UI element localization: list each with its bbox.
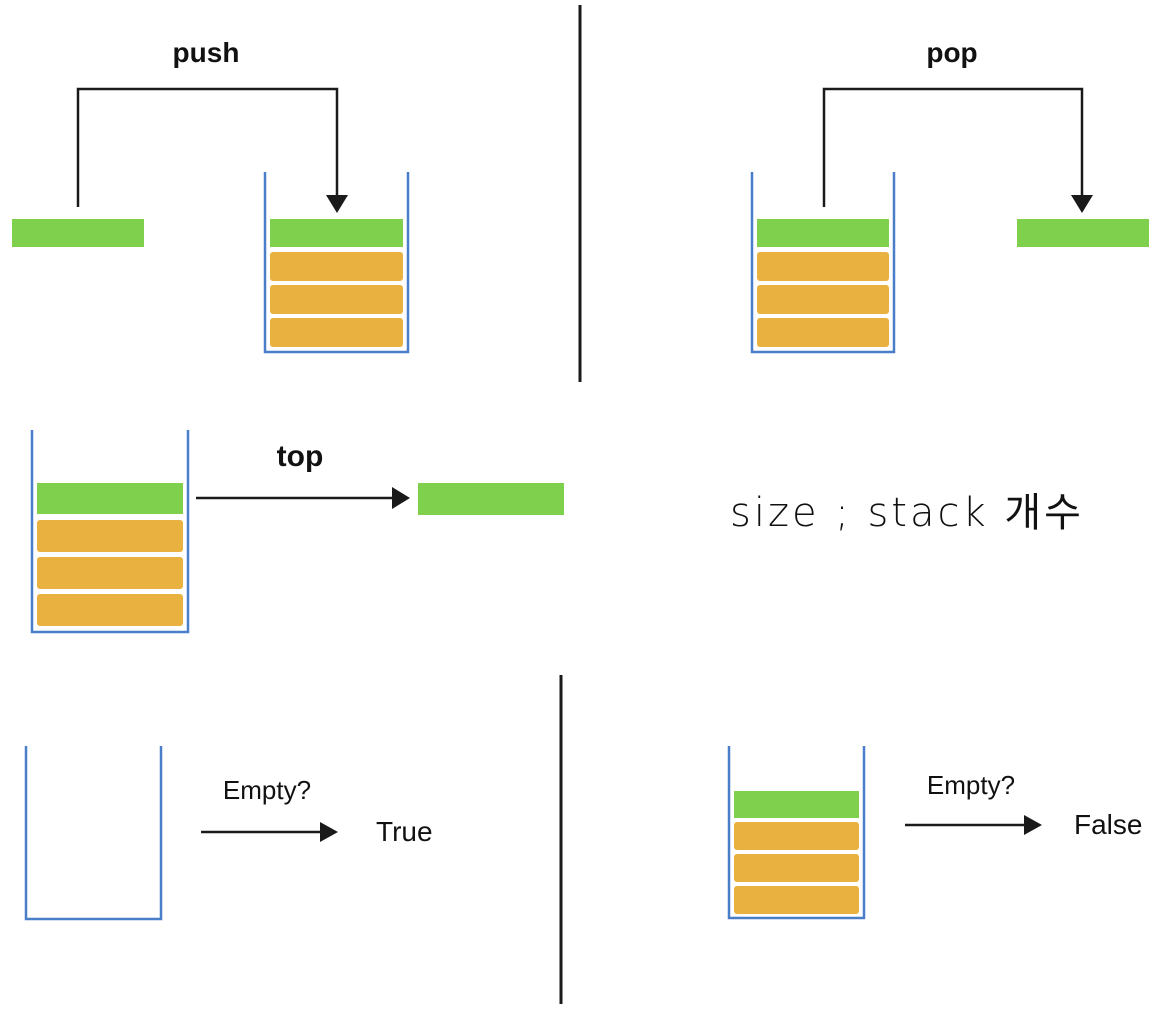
pop-stack-block	[757, 318, 889, 347]
size-note: size ; stack 개수	[730, 490, 1084, 536]
pop-stack-top-block	[757, 219, 889, 247]
empty-false-question: Empty?	[927, 770, 1015, 800]
empty-true-question: Empty?	[223, 775, 311, 805]
top-stack-block	[37, 594, 183, 626]
empty-false-result: False	[1074, 809, 1142, 840]
push-stack-block	[270, 285, 403, 314]
pop-arrow-head	[1071, 195, 1093, 213]
pop-label: pop	[926, 37, 977, 68]
empty-stack-container	[24, 746, 163, 921]
nonempty-stack-block	[734, 854, 859, 882]
top-stack-top-block	[37, 483, 183, 514]
push-incoming-block	[12, 219, 144, 247]
top-stack-block	[37, 520, 183, 552]
top-stack-container	[30, 430, 190, 634]
pop-panel: pop	[750, 37, 1149, 354]
top-stack-block	[37, 557, 183, 589]
push-stack-block	[270, 252, 403, 281]
top-arrow-head	[392, 487, 410, 509]
empty-false-arrow-head	[1024, 815, 1042, 835]
push-arrow	[76, 87, 339, 207]
push-arrow-head	[326, 195, 348, 213]
top-panel: top	[30, 430, 564, 634]
pop-arrow	[822, 87, 1084, 207]
pop-stack-block	[757, 252, 889, 281]
push-panel: push	[12, 37, 410, 354]
empty-true-result: True	[376, 816, 433, 847]
nonempty-stack-top-block	[734, 791, 859, 818]
empty-false-panel: Empty? False	[727, 746, 1142, 920]
pop-stack-block	[757, 285, 889, 314]
nonempty-stack-block	[734, 886, 859, 914]
empty-true-arrow-head	[320, 822, 338, 842]
top-label: top	[277, 440, 324, 473]
pop-outgoing-block	[1017, 219, 1149, 247]
push-stack-block	[270, 318, 403, 347]
pop-stack-container	[750, 172, 896, 354]
nonempty-stack-container	[727, 746, 866, 920]
empty-true-panel: Empty? True	[24, 746, 433, 921]
push-stack-top-block	[270, 219, 403, 247]
push-label: push	[173, 37, 240, 68]
push-stack-container	[263, 172, 410, 354]
nonempty-stack-block	[734, 822, 859, 850]
top-result-block	[418, 483, 564, 515]
